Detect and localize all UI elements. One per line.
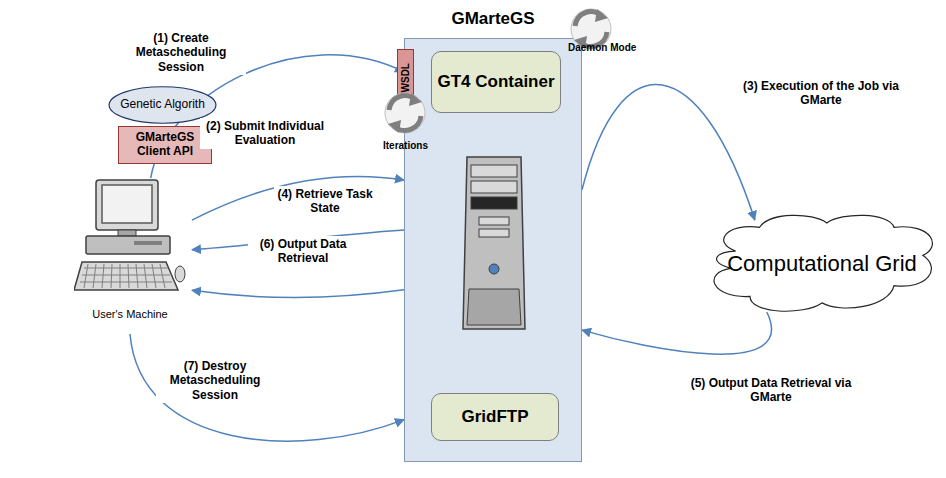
icon-caption: Iterations	[383, 140, 428, 151]
user-machine: User's Machine	[68, 178, 192, 334]
gt4-container: GT4 Container	[431, 51, 561, 113]
node-text: GridFTP	[461, 407, 528, 427]
step-label: (5) Output Data Retrieval via GMarte	[683, 375, 859, 406]
node-text: User's Machine	[92, 308, 167, 321]
flow-arrow	[130, 334, 404, 441]
server-illustration	[461, 149, 527, 335]
flow-arrow	[582, 312, 772, 354]
node-text: WSDL	[400, 63, 412, 92]
server-title: GMarteGS	[405, 9, 581, 29]
icon-caption: Daemon Mode	[568, 42, 636, 53]
flow-arrow	[582, 85, 755, 220]
node-text: GT4 Container	[437, 72, 554, 92]
client-api-box: GMarteGS Client API	[118, 126, 212, 164]
gridftp-box: GridFTP	[431, 393, 559, 441]
flow-arrow	[192, 176, 404, 220]
cycle-icon	[380, 88, 430, 138]
node-text: GMarteGS Client API	[119, 131, 211, 159]
node-text: Genetic Algorith	[120, 98, 205, 112]
grid-cloud: Computational Grid	[702, 210, 942, 318]
step-label: (2) Submit Individual Evaluation	[200, 118, 330, 149]
step-label: (7) Destroy Metascheduling Session	[156, 358, 274, 403]
flow-arrow	[192, 290, 404, 298]
gmartegs-server: GMarteGSWSDLGT4 ContainerGridFTP	[404, 38, 582, 462]
step-label: (6) Output Data Retrieval	[248, 236, 358, 267]
node-text: Computational Grid	[727, 251, 917, 276]
step-label: (3) Execution of the Job via GMarte	[738, 78, 904, 109]
step-label: (1) Create Metascheduling Session	[116, 30, 246, 75]
step-label: (4) Retrieve Task State	[274, 186, 376, 217]
computer-illustration	[74, 178, 186, 302]
